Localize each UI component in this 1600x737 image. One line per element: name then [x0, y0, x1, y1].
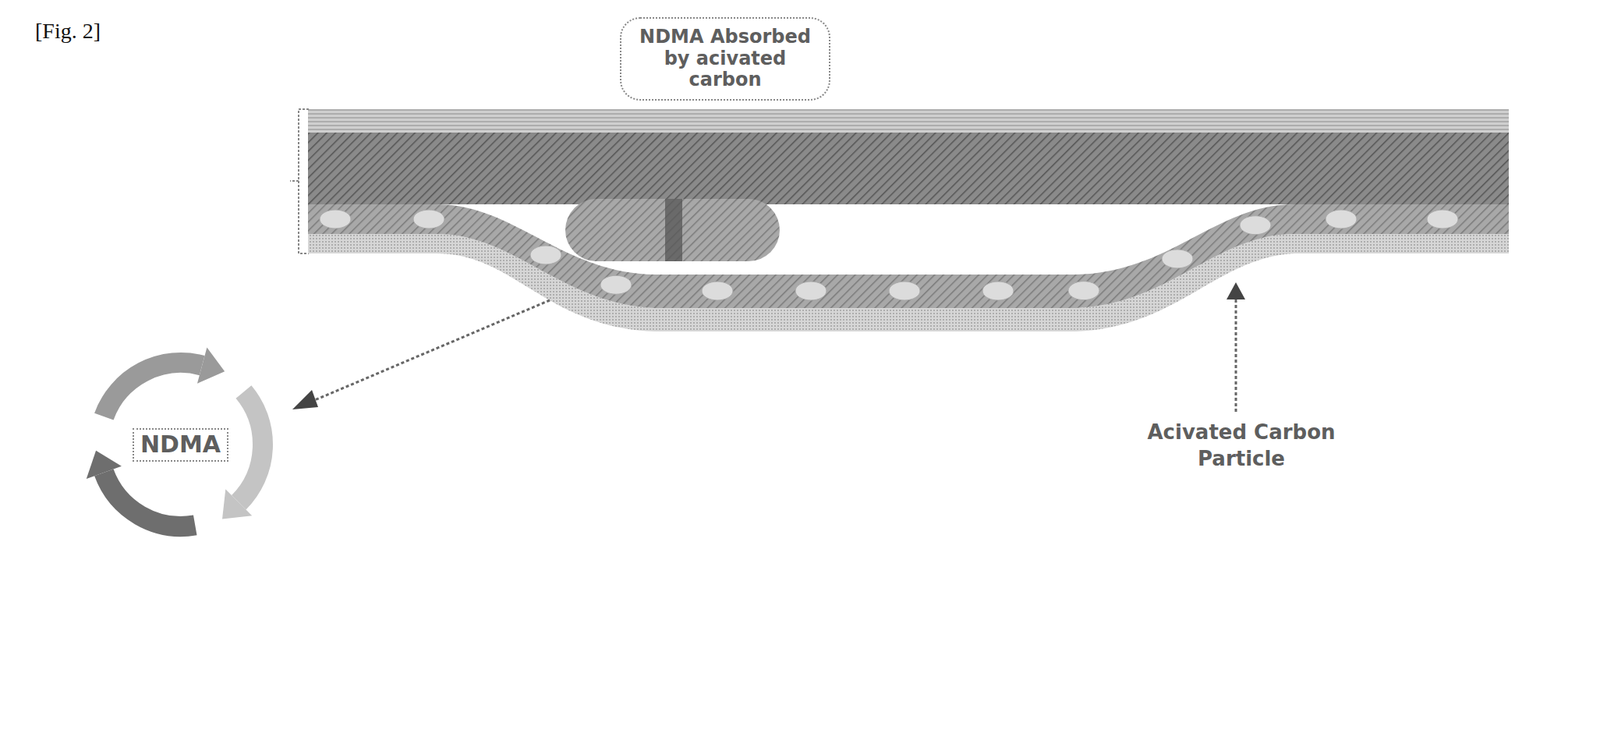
cycle-node: NDMA: [83, 346, 279, 542]
capsule-band: [665, 198, 683, 262]
leader-arrow: [305, 300, 550, 404]
cycle-arrowhead: [222, 488, 252, 519]
capsule: [565, 198, 780, 262]
cycle-arc: [103, 472, 195, 527]
callout-box: NDMA Absorbed by acivated carbon: [619, 17, 831, 101]
node-text: NDMA Absorbed by acivated carbon: [635, 26, 815, 92]
node-text: NDMA: [132, 428, 229, 462]
part-label: Acivated Carbon Particle: [1143, 419, 1339, 473]
carbon-particle: [1068, 281, 1100, 301]
carbon-particle: [888, 281, 921, 301]
leader-arrow: [1235, 296, 1238, 412]
carbon-particle: [982, 281, 1014, 301]
carbon-particle: [600, 275, 632, 294]
carbon-particle: [701, 281, 733, 301]
carbon-particle: [530, 245, 562, 265]
figure-number: [Fig. 2]: [35, 17, 101, 46]
lower-layer: [307, 233, 1509, 332]
carbon-particle: [1239, 215, 1271, 235]
arrow-head: [292, 389, 319, 410]
cycle-arc: [238, 392, 263, 503]
cycle-arc: [103, 362, 202, 417]
carbon-particle: [795, 281, 827, 301]
cycle-arrowhead: [86, 450, 122, 479]
cycle-arrowhead: [197, 346, 225, 383]
carbon-particle: [413, 209, 445, 229]
carbon-particle: [1161, 249, 1193, 269]
carbon-particle: [319, 209, 351, 229]
dark-layer: [307, 132, 1509, 205]
activated-carbon-particles: [319, 209, 1459, 301]
carbon-particle: [1325, 209, 1357, 229]
carbon-particle: [1426, 209, 1459, 229]
carbon-layer: [307, 204, 1509, 308]
bracket: [290, 109, 309, 254]
arrow-head: [1226, 282, 1246, 300]
top-layer: [307, 109, 1509, 133]
